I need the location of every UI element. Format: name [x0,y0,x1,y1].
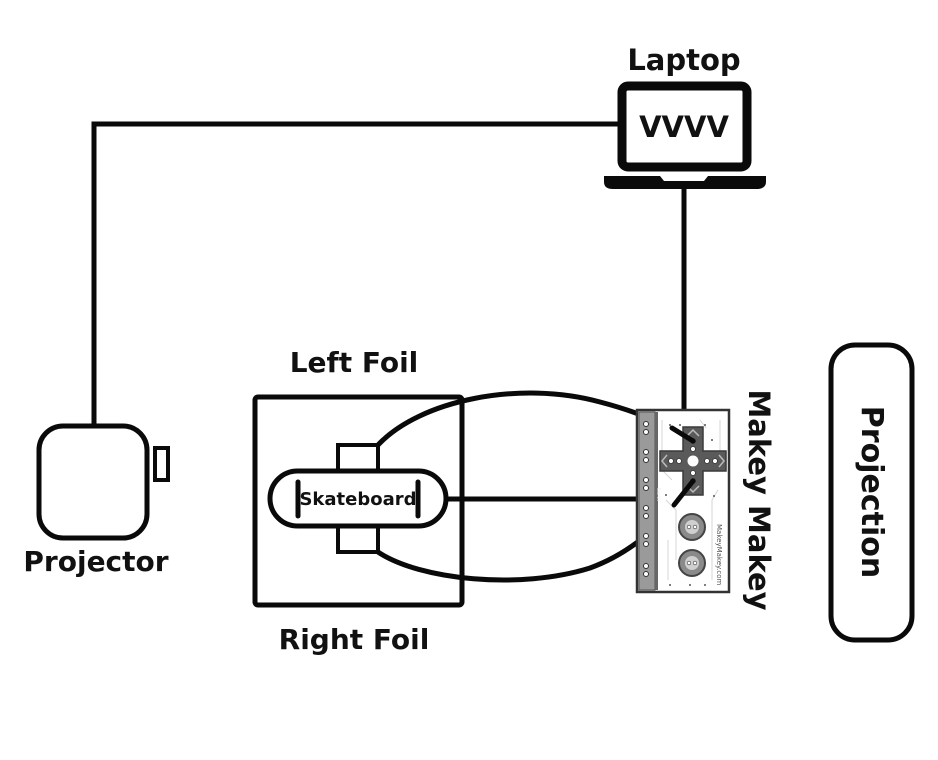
space-button-icon [678,513,706,541]
laptop-screen-icon [617,81,752,172]
laptop-base-icon [604,176,766,189]
earth-strip-text: Earth [655,488,661,501]
right-foil-label: Right Foil [279,623,430,656]
click-button-icon [678,549,706,577]
projector-node: Projector [23,423,170,578]
makey-makey-board: MakeyMakey.com Earth [635,408,731,594]
skateboard-label: Skateboard [299,489,416,510]
laptop-trackpad-notch [660,176,708,181]
projection-surface [828,342,915,643]
skateboard-node: Skateboard [267,468,449,529]
projector-lens-icon [153,446,170,482]
board-brand-text: MakeyMakey.com [715,524,723,586]
projector-icon [36,423,150,541]
laptop-node: Laptop VVVV [604,43,766,189]
projection-node: Projection [828,342,915,643]
projection-label: Projection [854,406,889,578]
edge-laptop-projector [91,121,623,431]
projector-label: Projector [23,545,168,578]
left-foil-label: Left Foil [290,346,419,379]
up-arrow-wire-tip [669,425,696,444]
dpad-icon [659,426,727,496]
down-arrow-wire-tip [671,478,696,508]
makey-makey-label: Makey Makey [742,389,776,610]
laptop-label: Laptop [627,43,740,77]
laptop-screen-text: VVVV [639,110,729,144]
